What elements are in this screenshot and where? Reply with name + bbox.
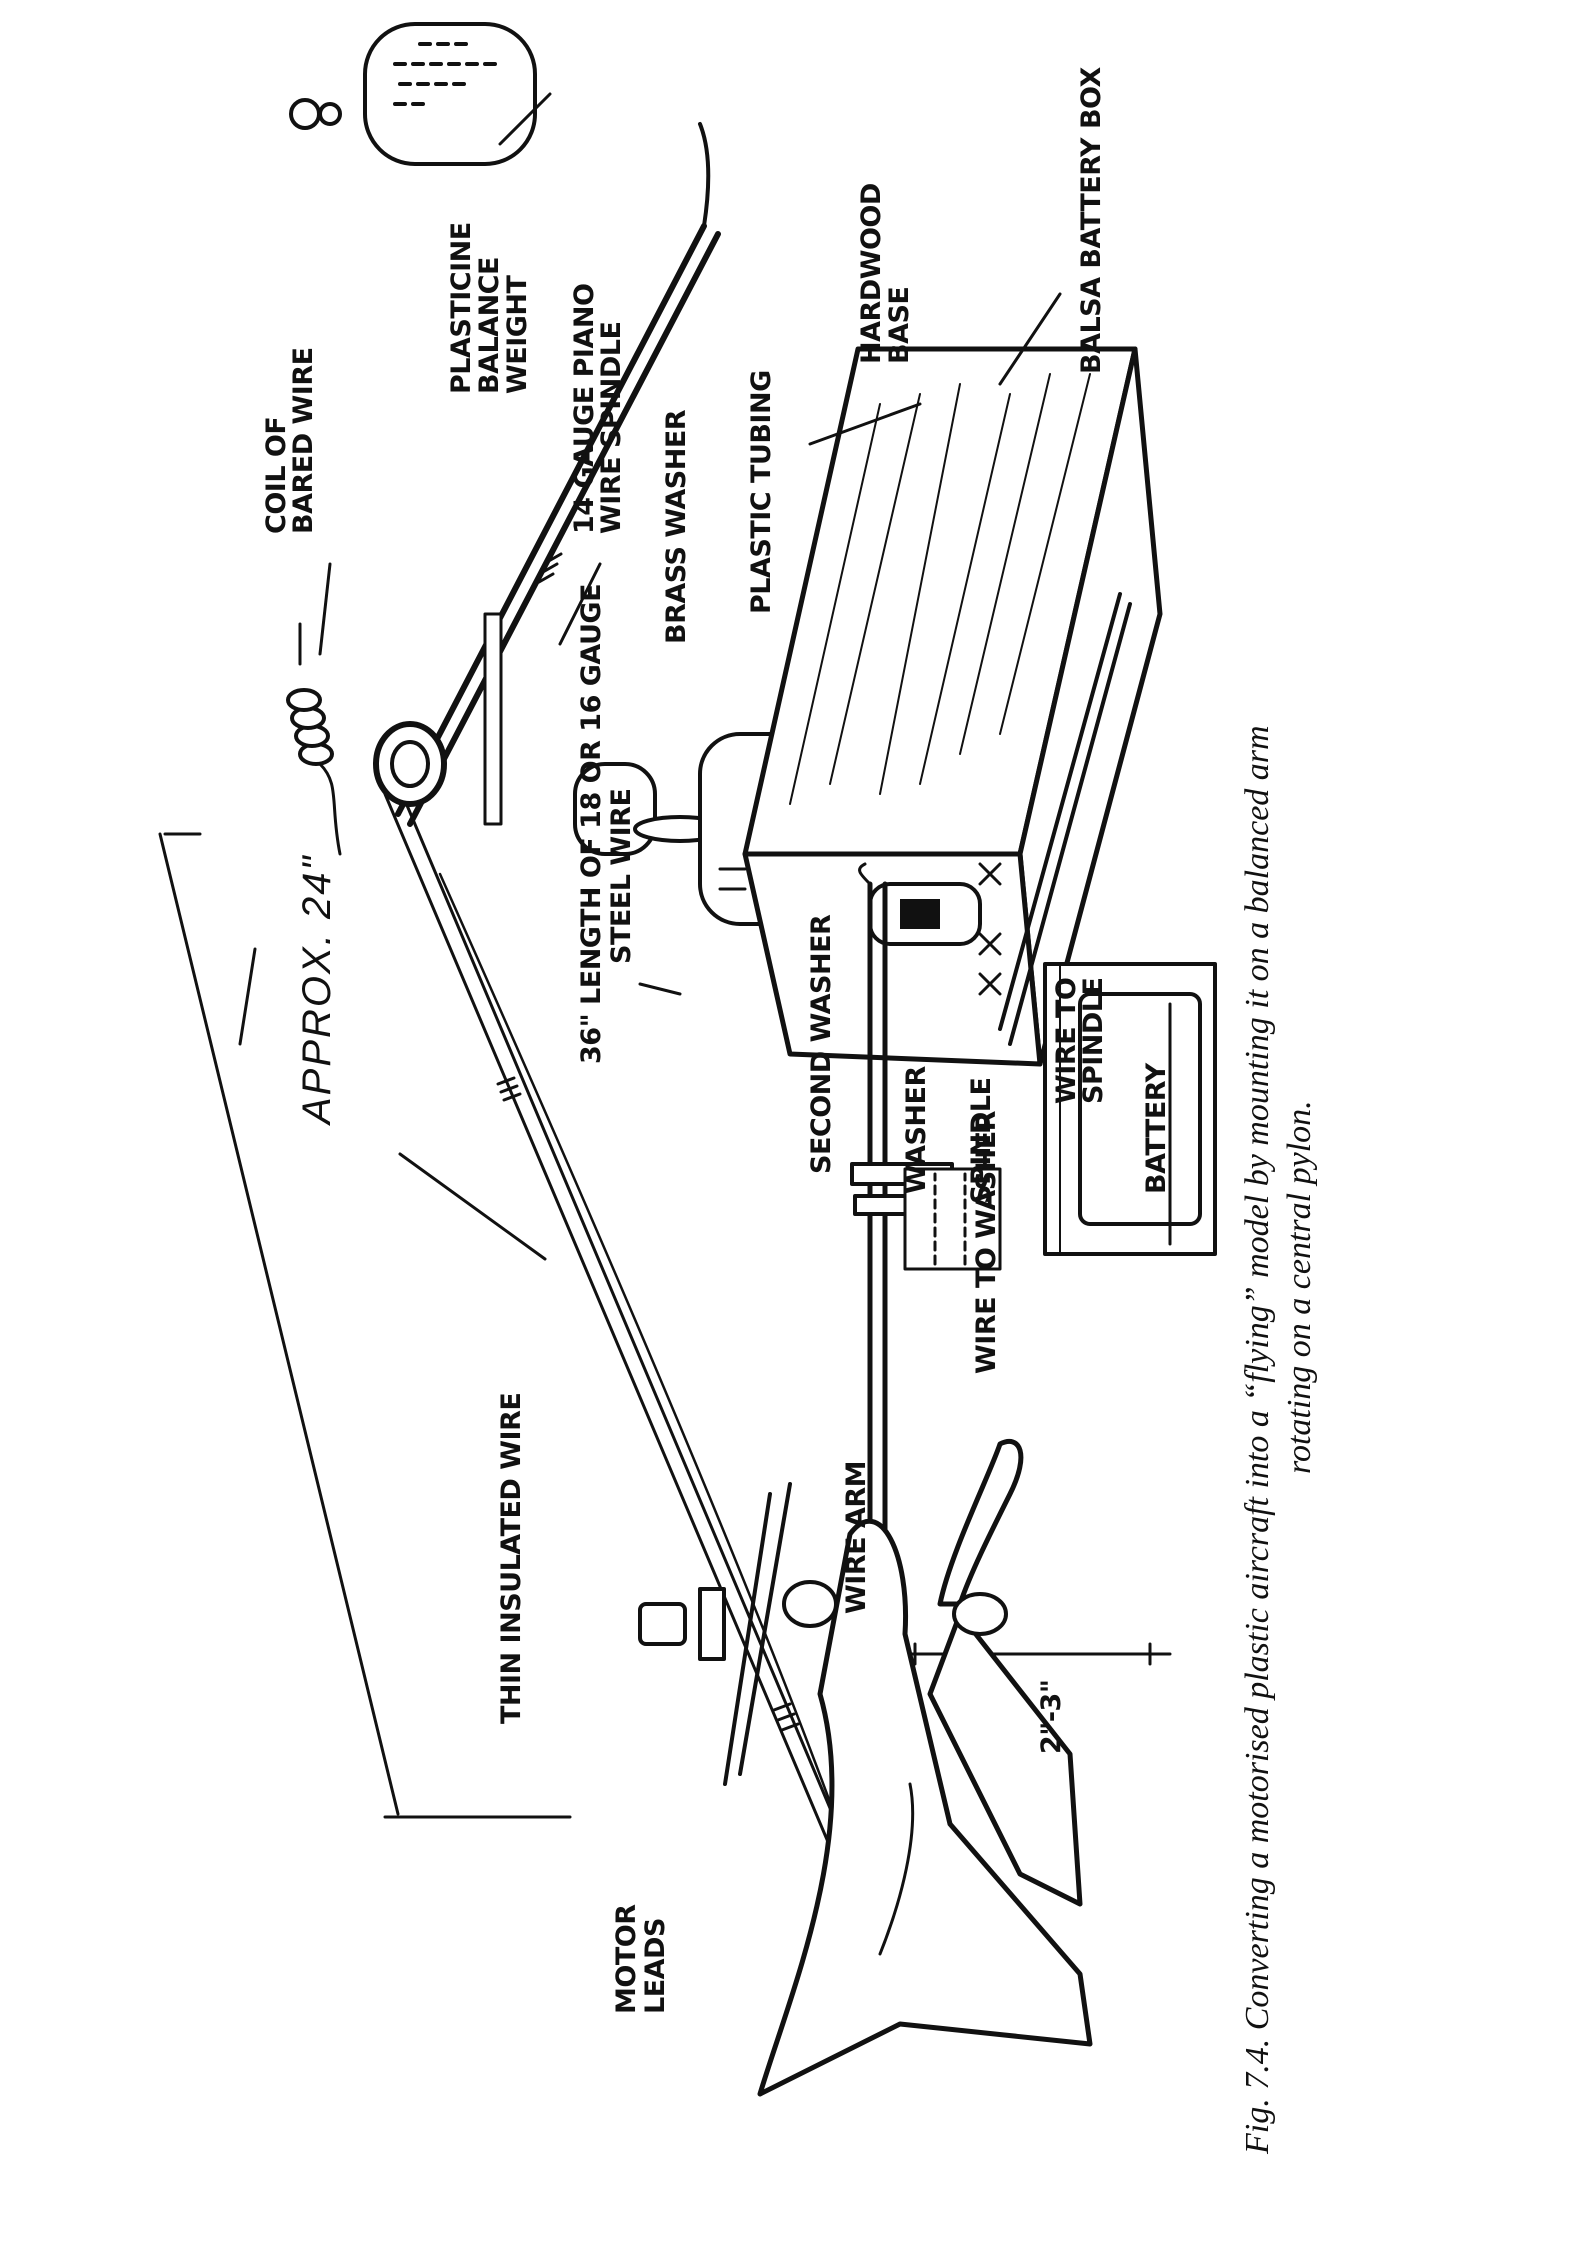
label-height-dim: 2"-3": [1036, 1680, 1067, 1754]
label-coil-1: COIL OF: [261, 417, 292, 534]
figure-caption: Fig. 7.4. Converting a motorised plastic…: [1239, 725, 1318, 2155]
label-steel-wire-2: STEEL WIRE: [606, 789, 637, 964]
approx-24-dimension: [158, 832, 572, 1819]
pylon-section-detail: [850, 862, 1217, 1705]
label-wire-to-washer: WIRE TO WASHER: [971, 1110, 1002, 1374]
label-coil-2: BARED WIRE: [288, 347, 319, 534]
label-washer: WASHER: [901, 1066, 932, 1194]
labels: COIL OF BARED WIRE PLASTICINE BALANCE WE…: [261, 66, 1172, 2014]
pivot-eye-ring: [373, 721, 447, 807]
label-motor-leads-2: LEADS: [640, 1918, 671, 2014]
label-approx-24: APPROX. 24": [295, 854, 339, 1126]
label-second-washer: SECOND WASHER: [806, 914, 837, 1174]
label-hardwood-base-1: HARDWOOD: [856, 183, 887, 364]
label-spindle-wire-1: 14 GAUGE PIANO: [569, 284, 600, 534]
caption-line-2: rotating on a central pylon.: [1281, 1100, 1318, 1474]
label-plasticine-2: BALANCE: [474, 257, 505, 394]
caption-line-1: Fig. 7.4. Converting a motorised plastic…: [1239, 725, 1276, 2155]
label-plastic-tubing: PLASTIC TUBING: [746, 370, 777, 614]
coil-of-bared-wire: [286, 622, 342, 856]
label-spindle-wire-2: WIRE SPINDLE: [596, 322, 627, 534]
balsa-battery-box: [742, 346, 1163, 1067]
label-plasticine-3: WEIGHT: [502, 274, 533, 394]
rotated-figure: COIL OF BARED WIRE PLASTICINE BALANCE WE…: [158, 22, 1318, 2155]
steel-wire-arm: [383, 223, 864, 1896]
label-wire-to-spindle-1: WIRE TO: [1051, 978, 1082, 1104]
plasticine-balance-weight: [289, 22, 711, 228]
leader-lines: [238, 92, 1062, 1261]
label-brass-washer: BRASS WASHER: [661, 409, 692, 644]
label-thin-wire: THIN INSULATED WIRE: [496, 1393, 527, 1724]
label-wire-arm: WIRE ARM: [841, 1461, 872, 1614]
label-spindle: SPINDLE: [966, 1078, 997, 1204]
label-battery: BATTERY: [1141, 1062, 1172, 1194]
label-motor-leads-1: MOTOR: [611, 1904, 642, 2014]
label-steel-wire-1: 36" LENGTH OF 18 OR 16 GAUGE: [576, 584, 607, 1064]
label-hardwood-base-2: BASE: [884, 287, 915, 364]
label-wire-to-spindle-2: SPINDLE: [1078, 978, 1109, 1104]
label-balsa-box: BALSA BATTERY BOX: [1076, 66, 1107, 374]
aircraft-model: [638, 1439, 1093, 2097]
label-plasticine-1: PLASTICINE: [446, 222, 477, 394]
